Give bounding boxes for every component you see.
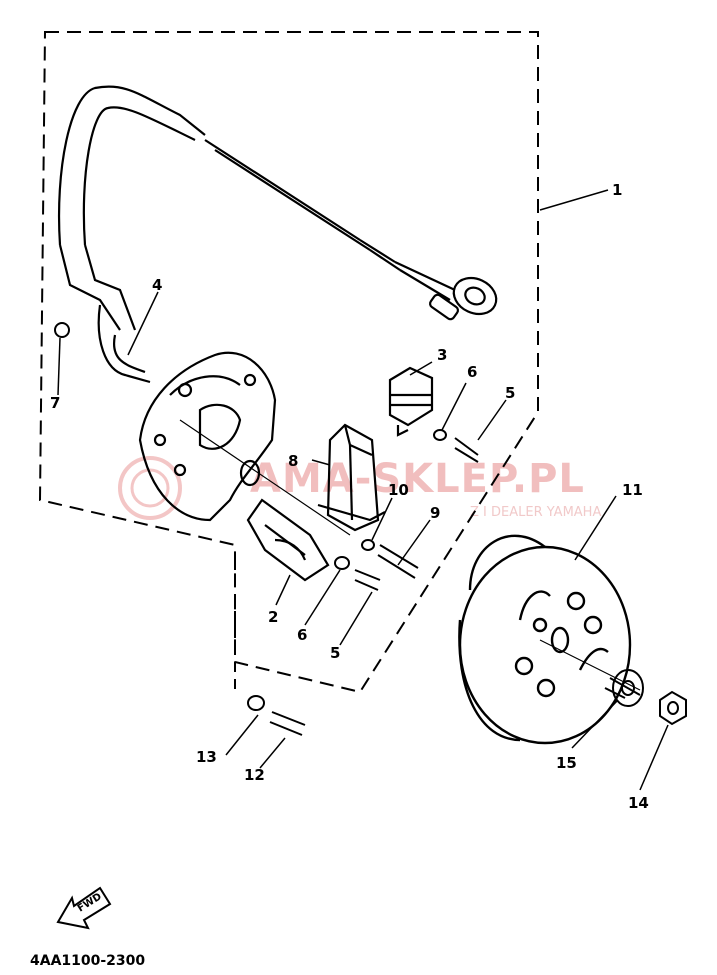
part-number-labels: 1 2 3 4 5 5 6 6 7 8 9 10 11 12 13 14 15 — [50, 181, 649, 812]
assembly-axis-line — [179, 419, 641, 691]
part-label-6: 6 — [467, 363, 477, 381]
part-label-5b: 5 — [330, 644, 340, 662]
pickup-coil-part-8 — [317, 423, 386, 532]
part-label-13: 13 — [196, 748, 217, 766]
part-label-6b: 6 — [297, 626, 307, 644]
part-label-15: 15 — [556, 754, 577, 772]
part-label-9: 9 — [430, 504, 440, 522]
leader-lines — [57, 189, 669, 791]
watermark-logo — [118, 456, 182, 520]
watermark: AMA-SKLEP.PL Z I DEALER YAMAHA — [118, 456, 601, 520]
stator-base-plate — [138, 351, 277, 522]
part-label-5: 5 — [505, 384, 515, 402]
assembly-boundary — [38, 31, 539, 694]
drawing-code: 4AA1100-2300 — [30, 953, 145, 969]
watermark-subtext: Z I DEALER YAMAHA — [470, 505, 601, 520]
relay-part-3 — [388, 366, 434, 437]
part-label-10: 10 — [388, 481, 409, 499]
part-label-14: 14 — [628, 794, 649, 812]
wire-harness — [57, 85, 498, 384]
flywheel-rotor-part-11 — [458, 534, 632, 745]
part-label-12: 12 — [244, 766, 265, 784]
part-label-2: 2 — [268, 608, 278, 626]
hardware-parts — [54, 322, 687, 736]
part-label-7: 7 — [50, 394, 60, 412]
fwd-arrow-icon — [56, 886, 112, 930]
watermark-text: AMA-SKLEP.PL — [250, 456, 585, 502]
part-label-1: 1 — [612, 181, 622, 199]
part-label-4: 4 — [152, 276, 162, 294]
forward-direction-arrow: FWD — [56, 886, 112, 930]
lighting-coil-part-2 — [246, 498, 330, 582]
part-label-3: 3 — [437, 346, 447, 364]
part-label-11: 11 — [622, 481, 643, 499]
part-label-8: 8 — [288, 452, 298, 470]
